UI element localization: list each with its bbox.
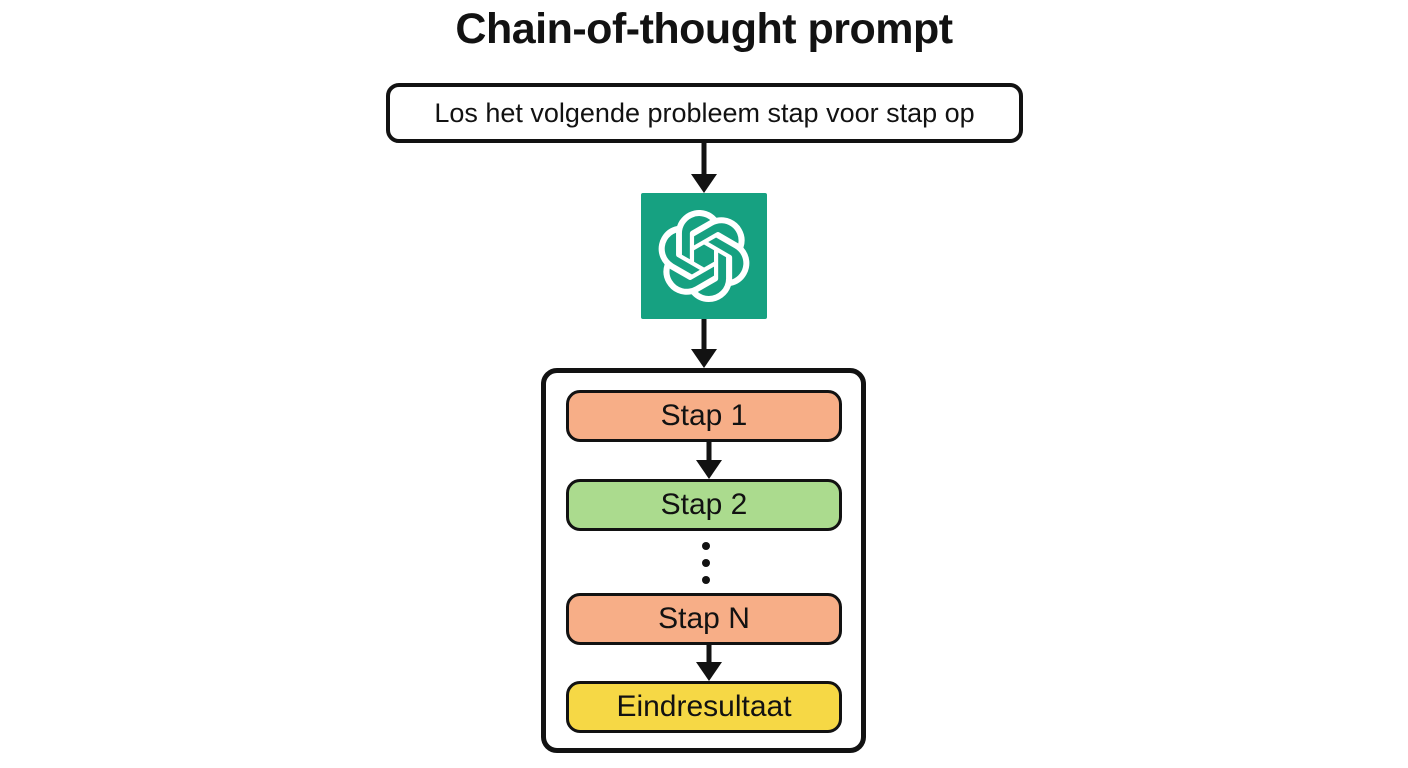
openai-logo-tile	[641, 193, 767, 319]
arrow-head	[696, 662, 722, 681]
openai-logo-icon	[658, 210, 750, 302]
down-arrow-model-to-steps	[691, 319, 717, 368]
steps-panel: Stap 1 Stap 2 Stap N Eindresultaat	[541, 368, 866, 753]
step-box-n: Stap N	[566, 593, 842, 645]
prompt-text: Los het volgende probleem stap voor stap…	[434, 97, 975, 128]
step-box-2: Stap 2	[566, 479, 842, 531]
diagram-title: Chain-of-thought prompt	[455, 5, 953, 53]
arrow-head	[691, 174, 717, 193]
down-arrow-stepn-to-result	[696, 645, 722, 681]
step-label: Stap 1	[660, 399, 748, 432]
step-label: Eindresultaat	[616, 690, 792, 723]
arrow-shaft	[701, 142, 707, 175]
ellipsis-dot	[702, 576, 710, 584]
final-result-box: Eindresultaat	[566, 681, 842, 733]
ellipsis-dot	[702, 542, 710, 550]
step-label: Stap N	[658, 602, 750, 635]
arrow-head	[696, 460, 722, 479]
arrow-shaft	[706, 442, 712, 461]
step-box-1: Stap 1	[566, 390, 842, 442]
ellipsis-dot	[702, 559, 710, 567]
arrow-shaft	[706, 645, 712, 663]
vertical-ellipsis	[702, 542, 710, 584]
prompt-box: Los het volgende probleem stap voor stap…	[386, 83, 1023, 143]
arrow-head	[691, 349, 717, 368]
down-arrow-step1-to-step2	[696, 442, 722, 479]
down-arrow-prompt-to-model	[691, 142, 717, 193]
step-label: Stap 2	[660, 488, 748, 521]
arrow-shaft	[701, 319, 707, 350]
